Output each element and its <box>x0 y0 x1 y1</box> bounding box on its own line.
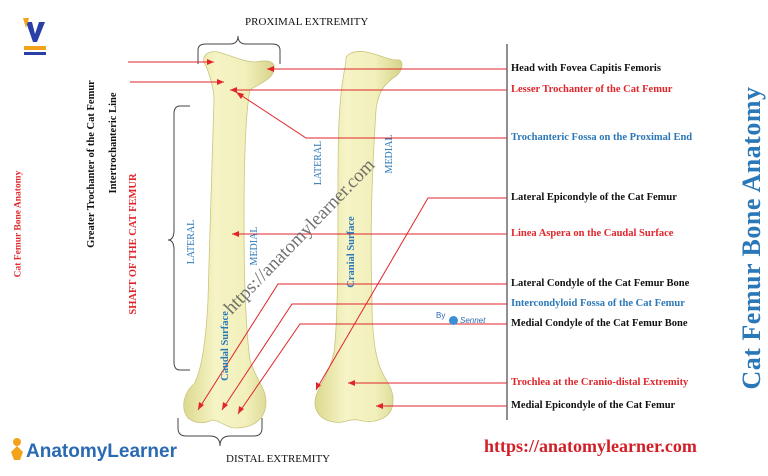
leader-lines <box>128 62 507 414</box>
credit-prefix: By <box>436 311 445 320</box>
anatomylearner-logo-icon <box>11 438 23 460</box>
credit-logo-icon <box>449 316 458 325</box>
right-label-lateral-epicondyle: Lateral Epicondyle of the Cat Femur <box>511 193 677 204</box>
proximal-extremity-label: PROXIMAL EXTREMITY <box>245 17 368 28</box>
anatomylearner-logo-text: AnatomyLearner <box>26 441 177 463</box>
lateral-label-caudal: LATERAL <box>187 220 197 264</box>
right-label-trochanteric-fossa: Trochanteric Fossa on the Proximal End <box>511 133 692 144</box>
website-url[interactable]: https://anatomylearner.com <box>484 436 697 457</box>
right-label-head: Head with Fovea Capitis Femoris <box>511 64 661 75</box>
medial-label-caudal: MEDIAL <box>250 227 260 266</box>
right-label-trochlea: Trochlea at the Cranio-distal Extremity <box>511 378 688 389</box>
right-label-lateral-condyle: Lateral Condyle of the Cat Femur Bone <box>511 279 689 290</box>
medial-label-cranial: MEDIAL <box>385 135 395 174</box>
intertrochanteric-line-label: Intertrochanteric Line <box>109 93 120 194</box>
right-label-intercondyloid-fossa: Intercondyloid Fossa of the Cat Femur <box>511 299 685 310</box>
right-label-medial-epicondyle: Medial Epicondyle of the Cat Femur <box>511 401 675 412</box>
lateral-label-cranial: LATERAL <box>314 141 324 185</box>
right-label-medial-condyle: Medial Condyle of the Cat Femur Bone <box>511 319 688 330</box>
top-logo-badge <box>20 16 50 58</box>
cranial-surface-label: Cranial Surface <box>347 216 358 287</box>
cranial-femur-bone <box>315 51 402 422</box>
main-title: Cat Femur Bone Anatomy <box>737 86 767 389</box>
right-label-linea-aspera: Linea Aspera on the Caudal Surface <box>511 229 673 240</box>
caudal-surface-label: Caudal Surface <box>221 311 232 381</box>
distal-extremity-label: DISTAL EXTREMITY <box>226 454 330 465</box>
right-label-lesser-trochanter: Lesser Trochanter of the Cat Femur <box>511 85 672 96</box>
side-note-title: Cat Femur Bone Anatomy <box>14 171 24 278</box>
credit-name: Sennet <box>460 316 485 325</box>
shaft-label: SHAFT OF THE CAT FEMUR <box>129 173 140 314</box>
greater-trochanter-label: Greater Trochanter of the Cat Femur <box>87 80 98 248</box>
